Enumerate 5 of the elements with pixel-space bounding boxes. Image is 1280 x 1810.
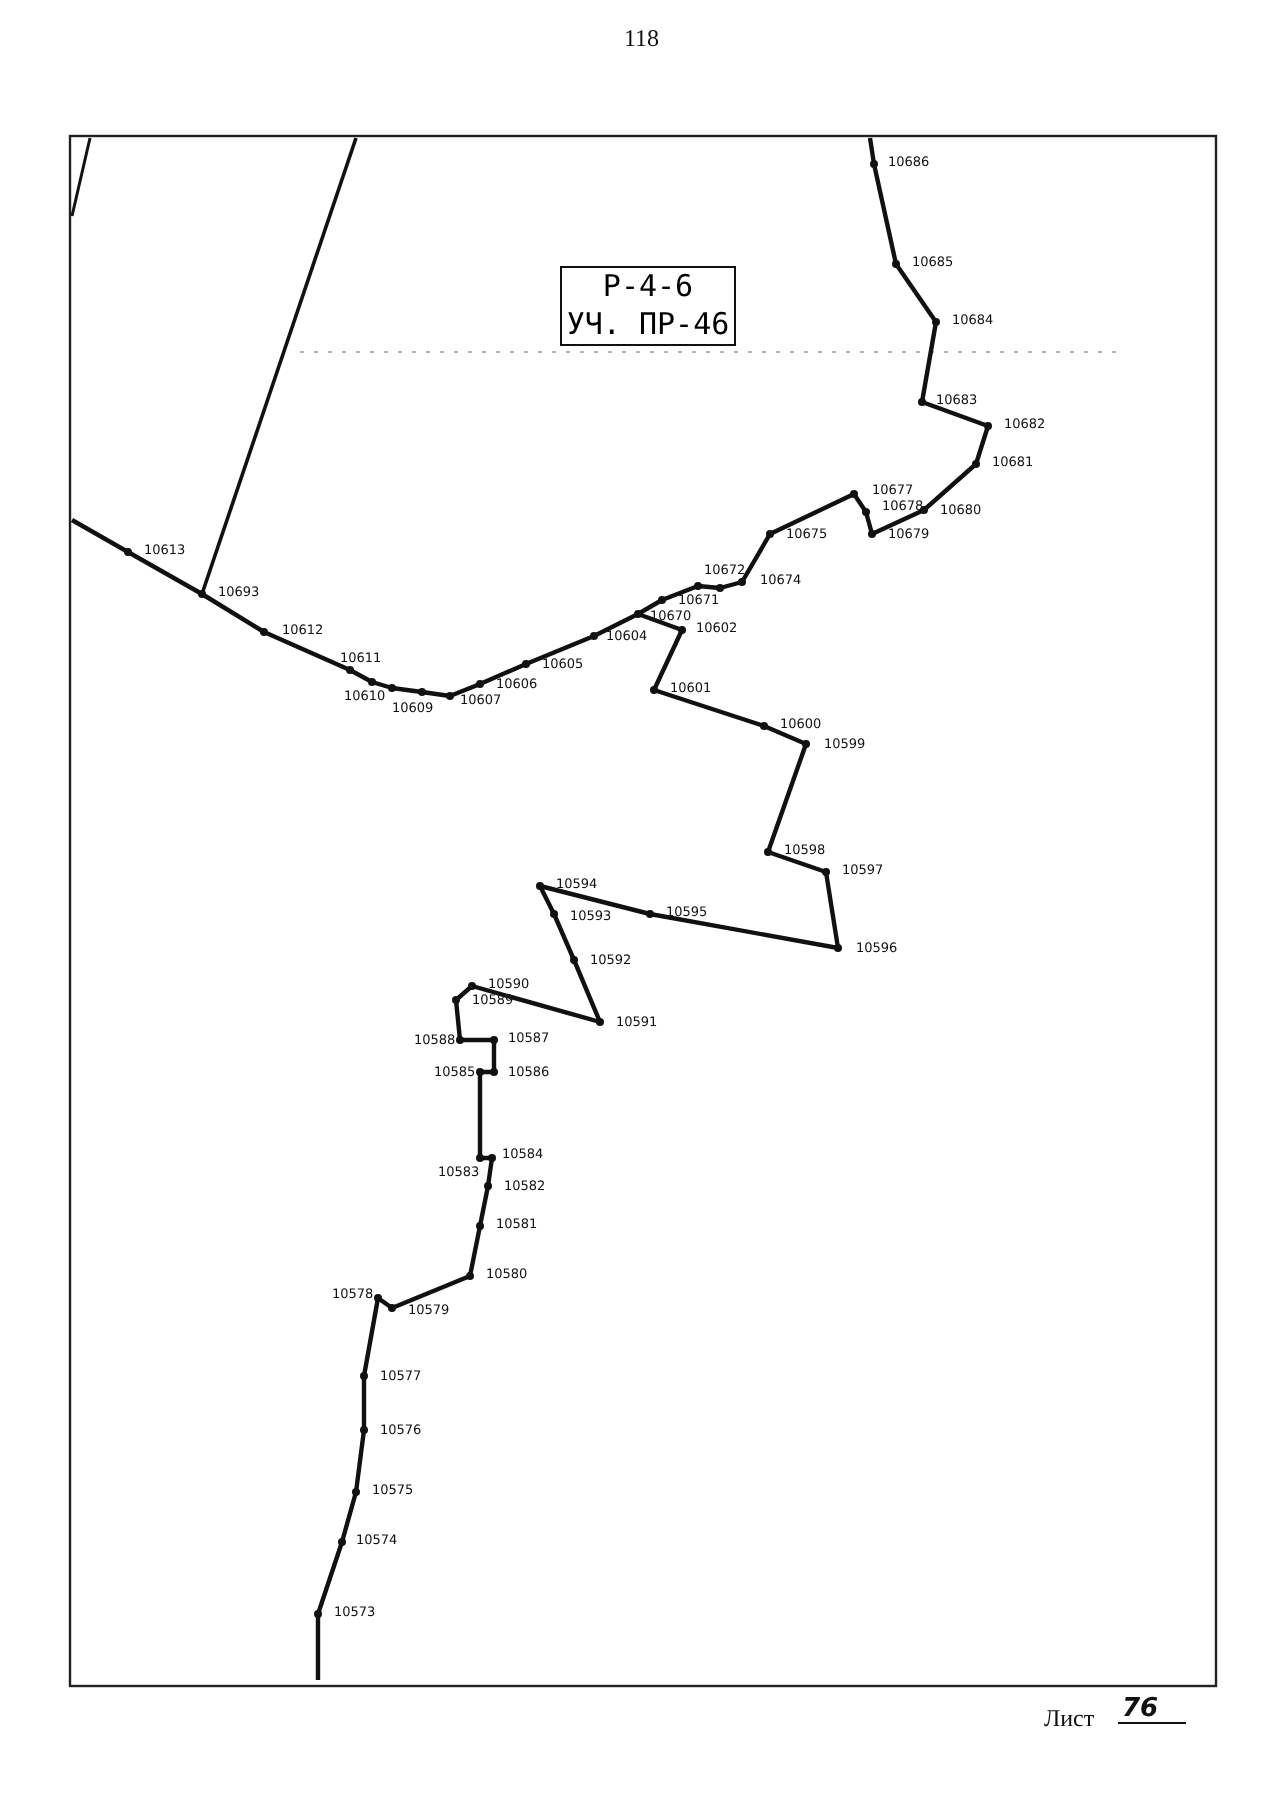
zone-label-box: УЧ. ПР-46 <box>560 306 736 346</box>
sheet-label: Лист <box>1044 1706 1095 1730</box>
sheet-number: 76 <box>1118 1696 1187 1724</box>
zone-label-box: Р-4-6 <box>560 266 736 308</box>
page-number: 118 <box>624 26 660 50</box>
